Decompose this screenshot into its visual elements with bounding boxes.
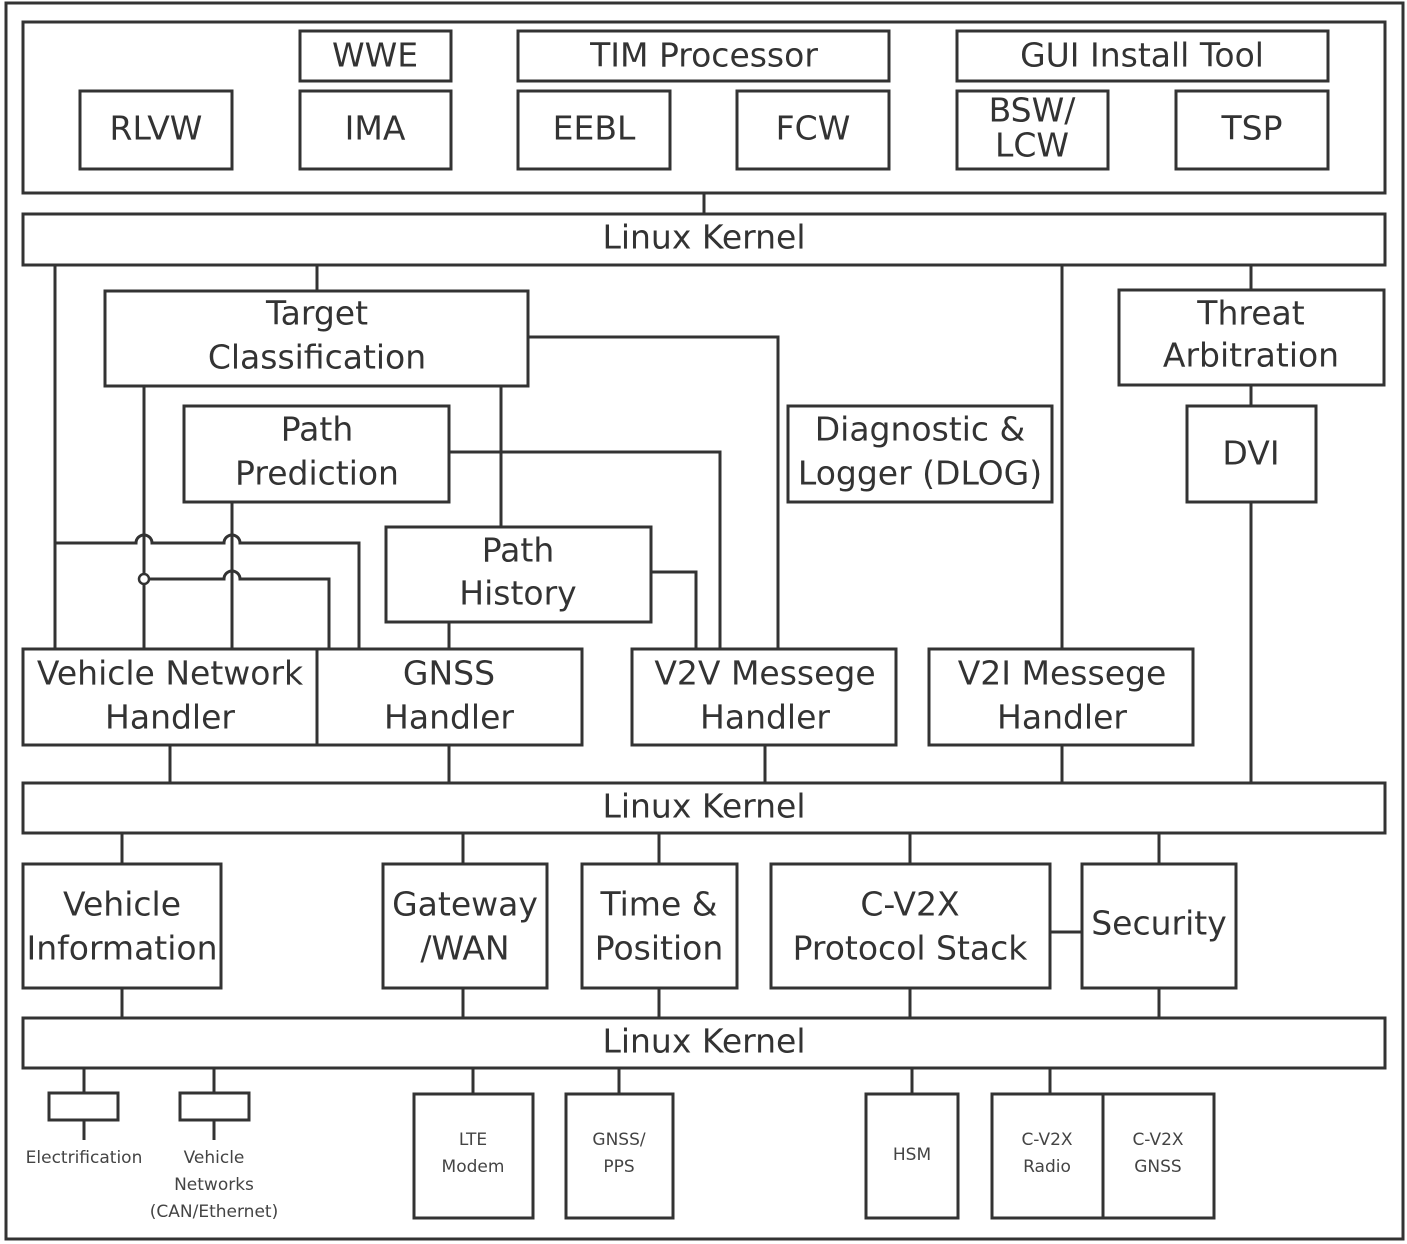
svg-text:Protocol Stack: Protocol Stack: [793, 929, 1029, 968]
svg-text:LCW: LCW: [995, 126, 1069, 165]
svg-text:GUI Install Tool: GUI Install Tool: [1020, 36, 1264, 75]
svg-text:Diagnostic &: Diagnostic &: [815, 410, 1026, 449]
svg-text:Vehicle: Vehicle: [184, 1148, 245, 1168]
dvi: DVI: [1185, 404, 1318, 504]
vehicle-network-handler: Vehicle Network Handler: [21, 647, 319, 747]
svg-text:Position: Position: [595, 929, 724, 968]
app-gui-install-tool: GUI Install Tool: [955, 29, 1330, 83]
svg-text:RLVW: RLVW: [110, 109, 203, 148]
svg-text:GNSS/: GNSS/: [592, 1130, 645, 1150]
app-ima: IMA: [298, 89, 453, 171]
svg-text:Gateway: Gateway: [392, 885, 538, 924]
app-tsp: TSP: [1174, 89, 1330, 171]
svg-text:Handler: Handler: [700, 698, 830, 737]
svg-text:LTE: LTE: [459, 1130, 487, 1150]
svg-text:TSP: TSP: [1220, 109, 1282, 148]
svg-text:Path: Path: [482, 531, 555, 570]
linux-kernel-middle: Linux Kernel: [21, 781, 1387, 835]
svg-text:Handler: Handler: [105, 698, 235, 737]
linux-kernel-bottom: Linux Kernel: [21, 1016, 1387, 1070]
svg-text:DVI: DVI: [1222, 434, 1279, 473]
svg-text:Linux Kernel: Linux Kernel: [602, 218, 805, 257]
app-rlvw: RLVW: [78, 89, 234, 171]
app-tim-processor: TIM Processor: [516, 29, 891, 83]
svg-text:Electrification: Electrification: [26, 1148, 143, 1168]
app-wwe: WWE: [298, 29, 453, 83]
svg-text:Vehicle: Vehicle: [63, 885, 181, 924]
gateway-wan: Gateway /WAN: [381, 862, 549, 990]
svg-text:Linux Kernel: Linux Kernel: [602, 1022, 805, 1061]
threat-arbitration: Threat Arbitration: [1117, 288, 1386, 387]
linux-kernel-top: Linux Kernel: [21, 212, 1387, 267]
svg-text:Path: Path: [281, 410, 354, 449]
svg-text:Information: Information: [26, 929, 217, 968]
cv2x-radio: C-V2X Radio: [990, 1092, 1105, 1220]
svg-text:C-V2X: C-V2X: [860, 885, 959, 924]
svg-text:V2V Messege: V2V Messege: [654, 654, 875, 693]
gnss-handler: GNSS Handler: [315, 647, 584, 747]
v2i-message-handler: V2I Messege Handler: [927, 647, 1195, 747]
svg-text:C-V2X: C-V2X: [1132, 1130, 1183, 1150]
app-eebl: EEBL: [516, 89, 672, 171]
svg-text:C-V2X: C-V2X: [1021, 1130, 1072, 1150]
svg-text:History: History: [459, 574, 576, 613]
path-prediction: Path Prediction: [182, 404, 451, 504]
svg-text:Handler: Handler: [384, 698, 514, 737]
svg-text:Target: Target: [265, 294, 368, 333]
svg-text:FCW: FCW: [776, 109, 851, 148]
svg-text:Prediction: Prediction: [235, 454, 399, 493]
svg-text:Modem: Modem: [442, 1157, 505, 1177]
svg-text:GNSS: GNSS: [1134, 1157, 1181, 1177]
svg-text:GNSS: GNSS: [403, 654, 495, 693]
app-bsw-lcw: BSW/ LCW: [955, 89, 1110, 171]
cv2x-protocol-stack: C-V2X Protocol Stack: [769, 862, 1052, 990]
svg-text:Threat: Threat: [1196, 294, 1304, 333]
svg-text:Vehicle Network: Vehicle Network: [37, 654, 304, 693]
svg-text:(CAN/Ethernet): (CAN/Ethernet): [150, 1202, 278, 1222]
vehicle-networks: Vehicle Networks (CAN/Ethernet): [150, 1091, 278, 1222]
svg-text:EEBL: EEBL: [553, 109, 636, 148]
svg-text:HSM: HSM: [893, 1145, 931, 1165]
svg-text:Linux Kernel: Linux Kernel: [602, 787, 805, 826]
vehicle-information: Vehicle Information: [21, 862, 223, 990]
svg-text:Networks: Networks: [174, 1175, 254, 1195]
svg-text:Radio: Radio: [1023, 1157, 1071, 1177]
svg-text:Logger (DLOG): Logger (DLOG): [798, 454, 1042, 493]
connectors: [53, 193, 1253, 1140]
app-fcw: FCW: [735, 89, 891, 171]
security: Security: [1080, 862, 1238, 990]
svg-text:Time &: Time &: [600, 885, 718, 924]
svg-text:/WAN: /WAN: [420, 929, 509, 968]
svg-text:Security: Security: [1091, 904, 1227, 943]
hsm: HSM: [864, 1092, 960, 1220]
svg-text:Arbitration: Arbitration: [1163, 336, 1339, 375]
svg-text:IMA: IMA: [345, 109, 406, 148]
lte-modem: LTE Modem: [412, 1092, 535, 1220]
electrification: Electrification: [26, 1091, 143, 1168]
svg-text:PPS: PPS: [603, 1157, 634, 1177]
target-classification: Target Classification: [103, 289, 530, 388]
v2v-message-handler: V2V Messege Handler: [630, 647, 898, 747]
svg-text:Handler: Handler: [997, 698, 1127, 737]
cv2x-gnss: C-V2X GNSS: [1101, 1092, 1216, 1220]
time-position: Time & Position: [580, 862, 739, 990]
svg-text:Classification: Classification: [208, 338, 426, 377]
svg-text:BSW/: BSW/: [989, 91, 1077, 130]
svg-text:WWE: WWE: [332, 36, 418, 75]
svg-text:TIM Processor: TIM Processor: [589, 36, 818, 75]
diagnostic-logger: Diagnostic & Logger (DLOG): [786, 404, 1054, 504]
path-history: Path History: [384, 525, 653, 624]
svg-text:V2I Messege: V2I Messege: [958, 654, 1167, 693]
gnss-pps: GNSS/ PPS: [564, 1092, 675, 1220]
